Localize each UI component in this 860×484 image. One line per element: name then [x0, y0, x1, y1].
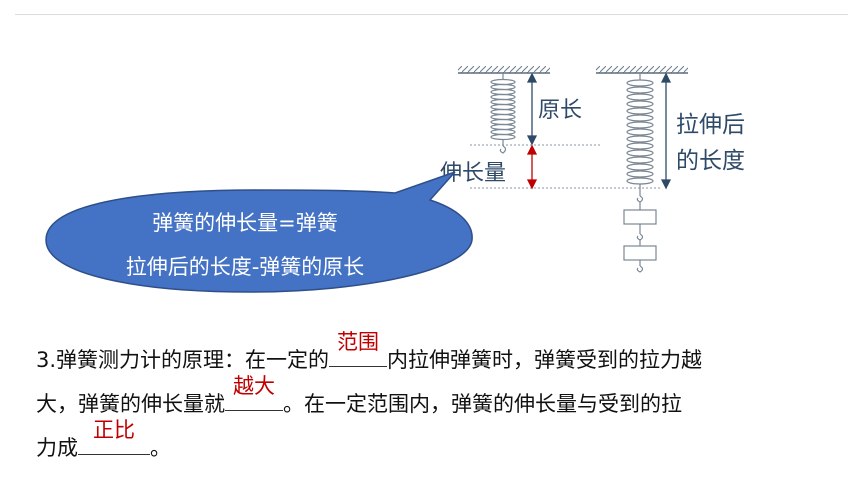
answer-1: 范围 [337, 330, 380, 354]
label-stretched-line1: 拉伸后 [676, 112, 745, 138]
callout-bubble [45, 171, 473, 293]
ceiling-right [596, 66, 688, 73]
fill-blank-1[interactable]: 范围 [329, 330, 388, 367]
question-text: 大，弹簧的伸长量就 [36, 392, 225, 416]
callout-line1: 弹簧的伸长量=弹簧 [152, 211, 338, 235]
ceiling-left [458, 66, 550, 73]
question-text: 。 [150, 436, 171, 460]
spring-stretched [626, 73, 654, 210]
extension-arrow [526, 144, 538, 190]
top-divider [15, 14, 848, 15]
label-original-length: 原长 [538, 98, 582, 123]
question-text: 3.弹簧测力计的原理：在一定的 [36, 348, 330, 372]
answer-3: 正比 [93, 418, 135, 442]
question-line1: 3.弹簧测力计的原理：在一定的范围内拉伸弹簧时，弹簧受到的拉力越 [36, 330, 836, 374]
question-text: 力成 [36, 436, 78, 460]
answer-2: 越大 [233, 374, 275, 398]
question-line2: 大，弹簧的伸长量就越大。在一定范围内，弹簧的伸长量与受到的拉 [36, 374, 836, 418]
weight-upper [623, 209, 657, 241]
stretched-length-arrow [660, 72, 672, 190]
spring-unstretched [490, 73, 516, 154]
label-stretched-line2: 的长度 [676, 148, 745, 174]
weight-lower [623, 240, 657, 273]
fill-blank-2[interactable]: 越大 [225, 374, 283, 411]
question-text: 内拉伸弹簧时，弹簧受到的拉力越 [387, 348, 703, 372]
fill-blank-3[interactable]: 正比 [78, 418, 150, 455]
question-line3: 力成正比。 [36, 418, 836, 462]
question-text: 。在一定范围内，弹簧的伸长量与受到的拉 [283, 392, 682, 416]
callout-line2: 拉伸后的长度-弹簧的原长 [125, 255, 365, 279]
original-length-arrow [526, 72, 538, 146]
